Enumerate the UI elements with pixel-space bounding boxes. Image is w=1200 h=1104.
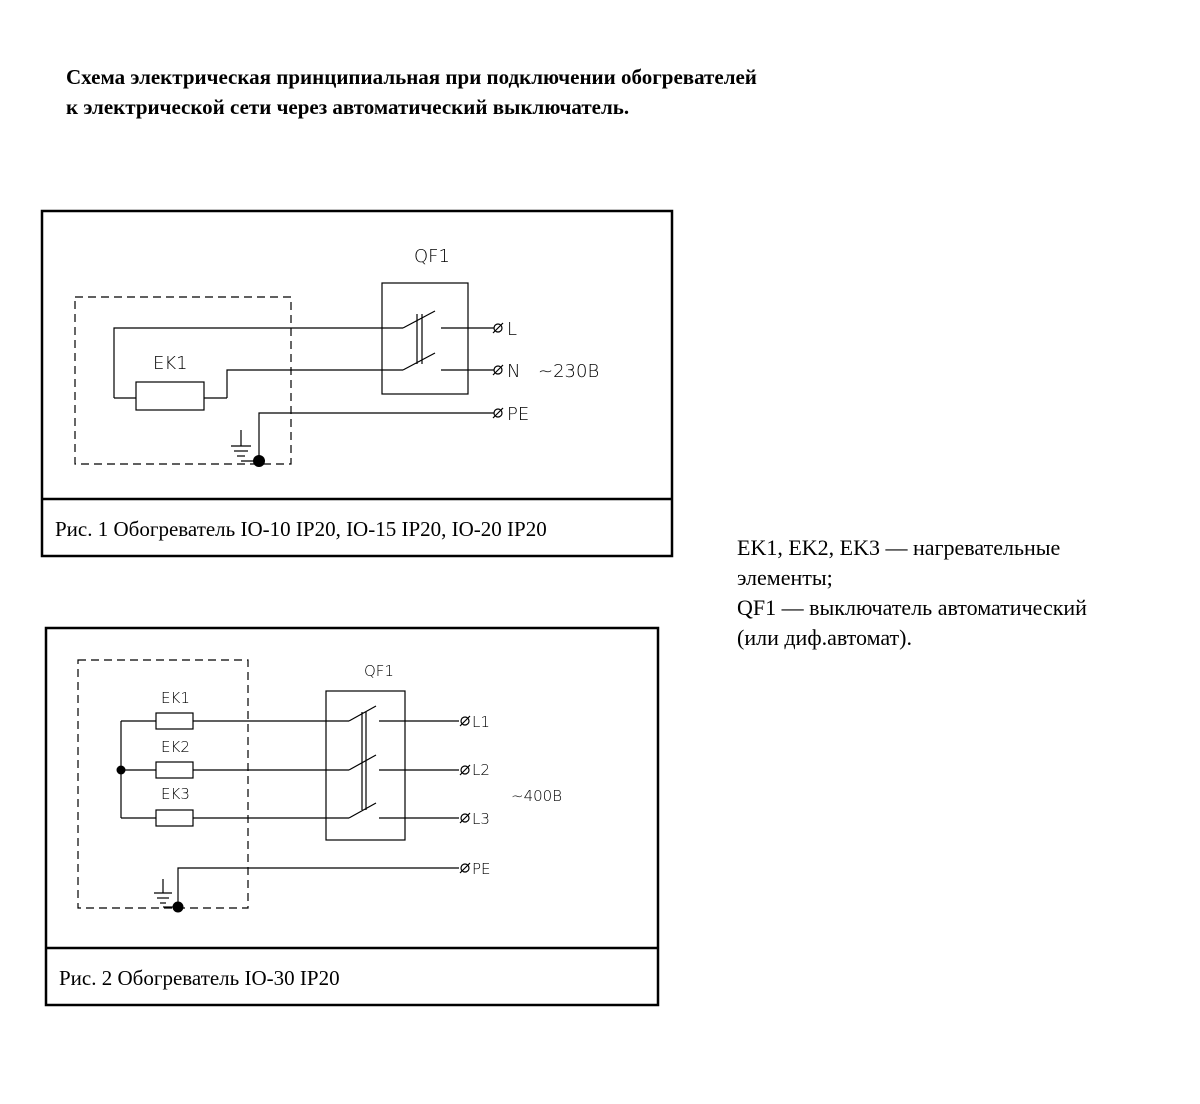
fig2-frame [44,626,660,1007]
fig2-terminal-l2-label: L2 [472,761,490,779]
fig2-neutral-junction-dot [116,765,126,775]
fig2-ek3-label: EK3 [161,785,190,803]
fig1-terminal-l-label: L [507,319,517,340]
fig1-terminal-pe-label: PE [507,404,529,425]
fig2-wires [120,705,459,907]
fig2-terminal-l3-label: L3 [472,810,490,828]
fig2-terminal-l1-label: L1 [472,713,490,731]
fig1-pe-junction-dot [253,455,265,467]
fig1-breaker-label: QF1 [414,246,450,267]
fig2-heater-enclosure [77,659,249,909]
legend-line-2: элементы; [737,565,833,590]
legend-line-3: QF1 — выключатель автоматический [737,595,1087,620]
fig2-breaker-label: QF1 [364,662,394,680]
fig1-terminal-n-label: N [507,361,520,382]
fig2-ek2-label: EK2 [161,738,190,756]
legend-line-4: (или диф.автомат). [737,625,912,650]
fig2-ek1-label: EK1 [161,689,190,707]
terminal-icon [492,322,504,419]
figure-1 [40,209,674,558]
ground-icon [231,430,259,462]
fig2-breaker-box [325,690,406,841]
fig2-resistor-ek3 [155,809,194,827]
fig1-caption: Рис. 1 Обогреватель IO-10 IP20, IO-15 IP… [55,517,547,541]
fig1-breaker-box [381,282,469,395]
fig2-terminal-pe-label: PE [472,860,491,878]
legend: EK1, EK2, EK3 — нагревательные элементы;… [737,533,1087,653]
legend-line-1: EK1, EK2, EK3 — нагревательные [737,535,1061,560]
fig1-voltage-label: ~230В [538,361,599,382]
fig1-heater-enclosure [74,296,292,465]
figure-2 [44,626,660,1007]
fig2-resistor-ek1 [155,712,194,730]
ground-icon [154,879,178,908]
fig1-ek1-label: EK1 [153,353,188,374]
title-line-1: Схема электрическая принципиальная при п… [66,65,757,89]
page-title: Схема электрическая принципиальная при п… [66,62,757,122]
fig2-resistor-ek2 [155,761,194,779]
fig1-frame [40,209,674,558]
fig2-pe-junction-dot [172,901,184,913]
title-line-2: к электрической сети через автоматически… [66,95,630,119]
fig2-voltage-label: ~400В [511,787,562,805]
fig1-wires [113,310,494,461]
fig2-caption: Рис. 2 Обогреватель IO-30 IP20 [59,966,340,990]
fig1-resistor-ek1 [135,381,205,411]
terminal-icon [459,715,471,874]
